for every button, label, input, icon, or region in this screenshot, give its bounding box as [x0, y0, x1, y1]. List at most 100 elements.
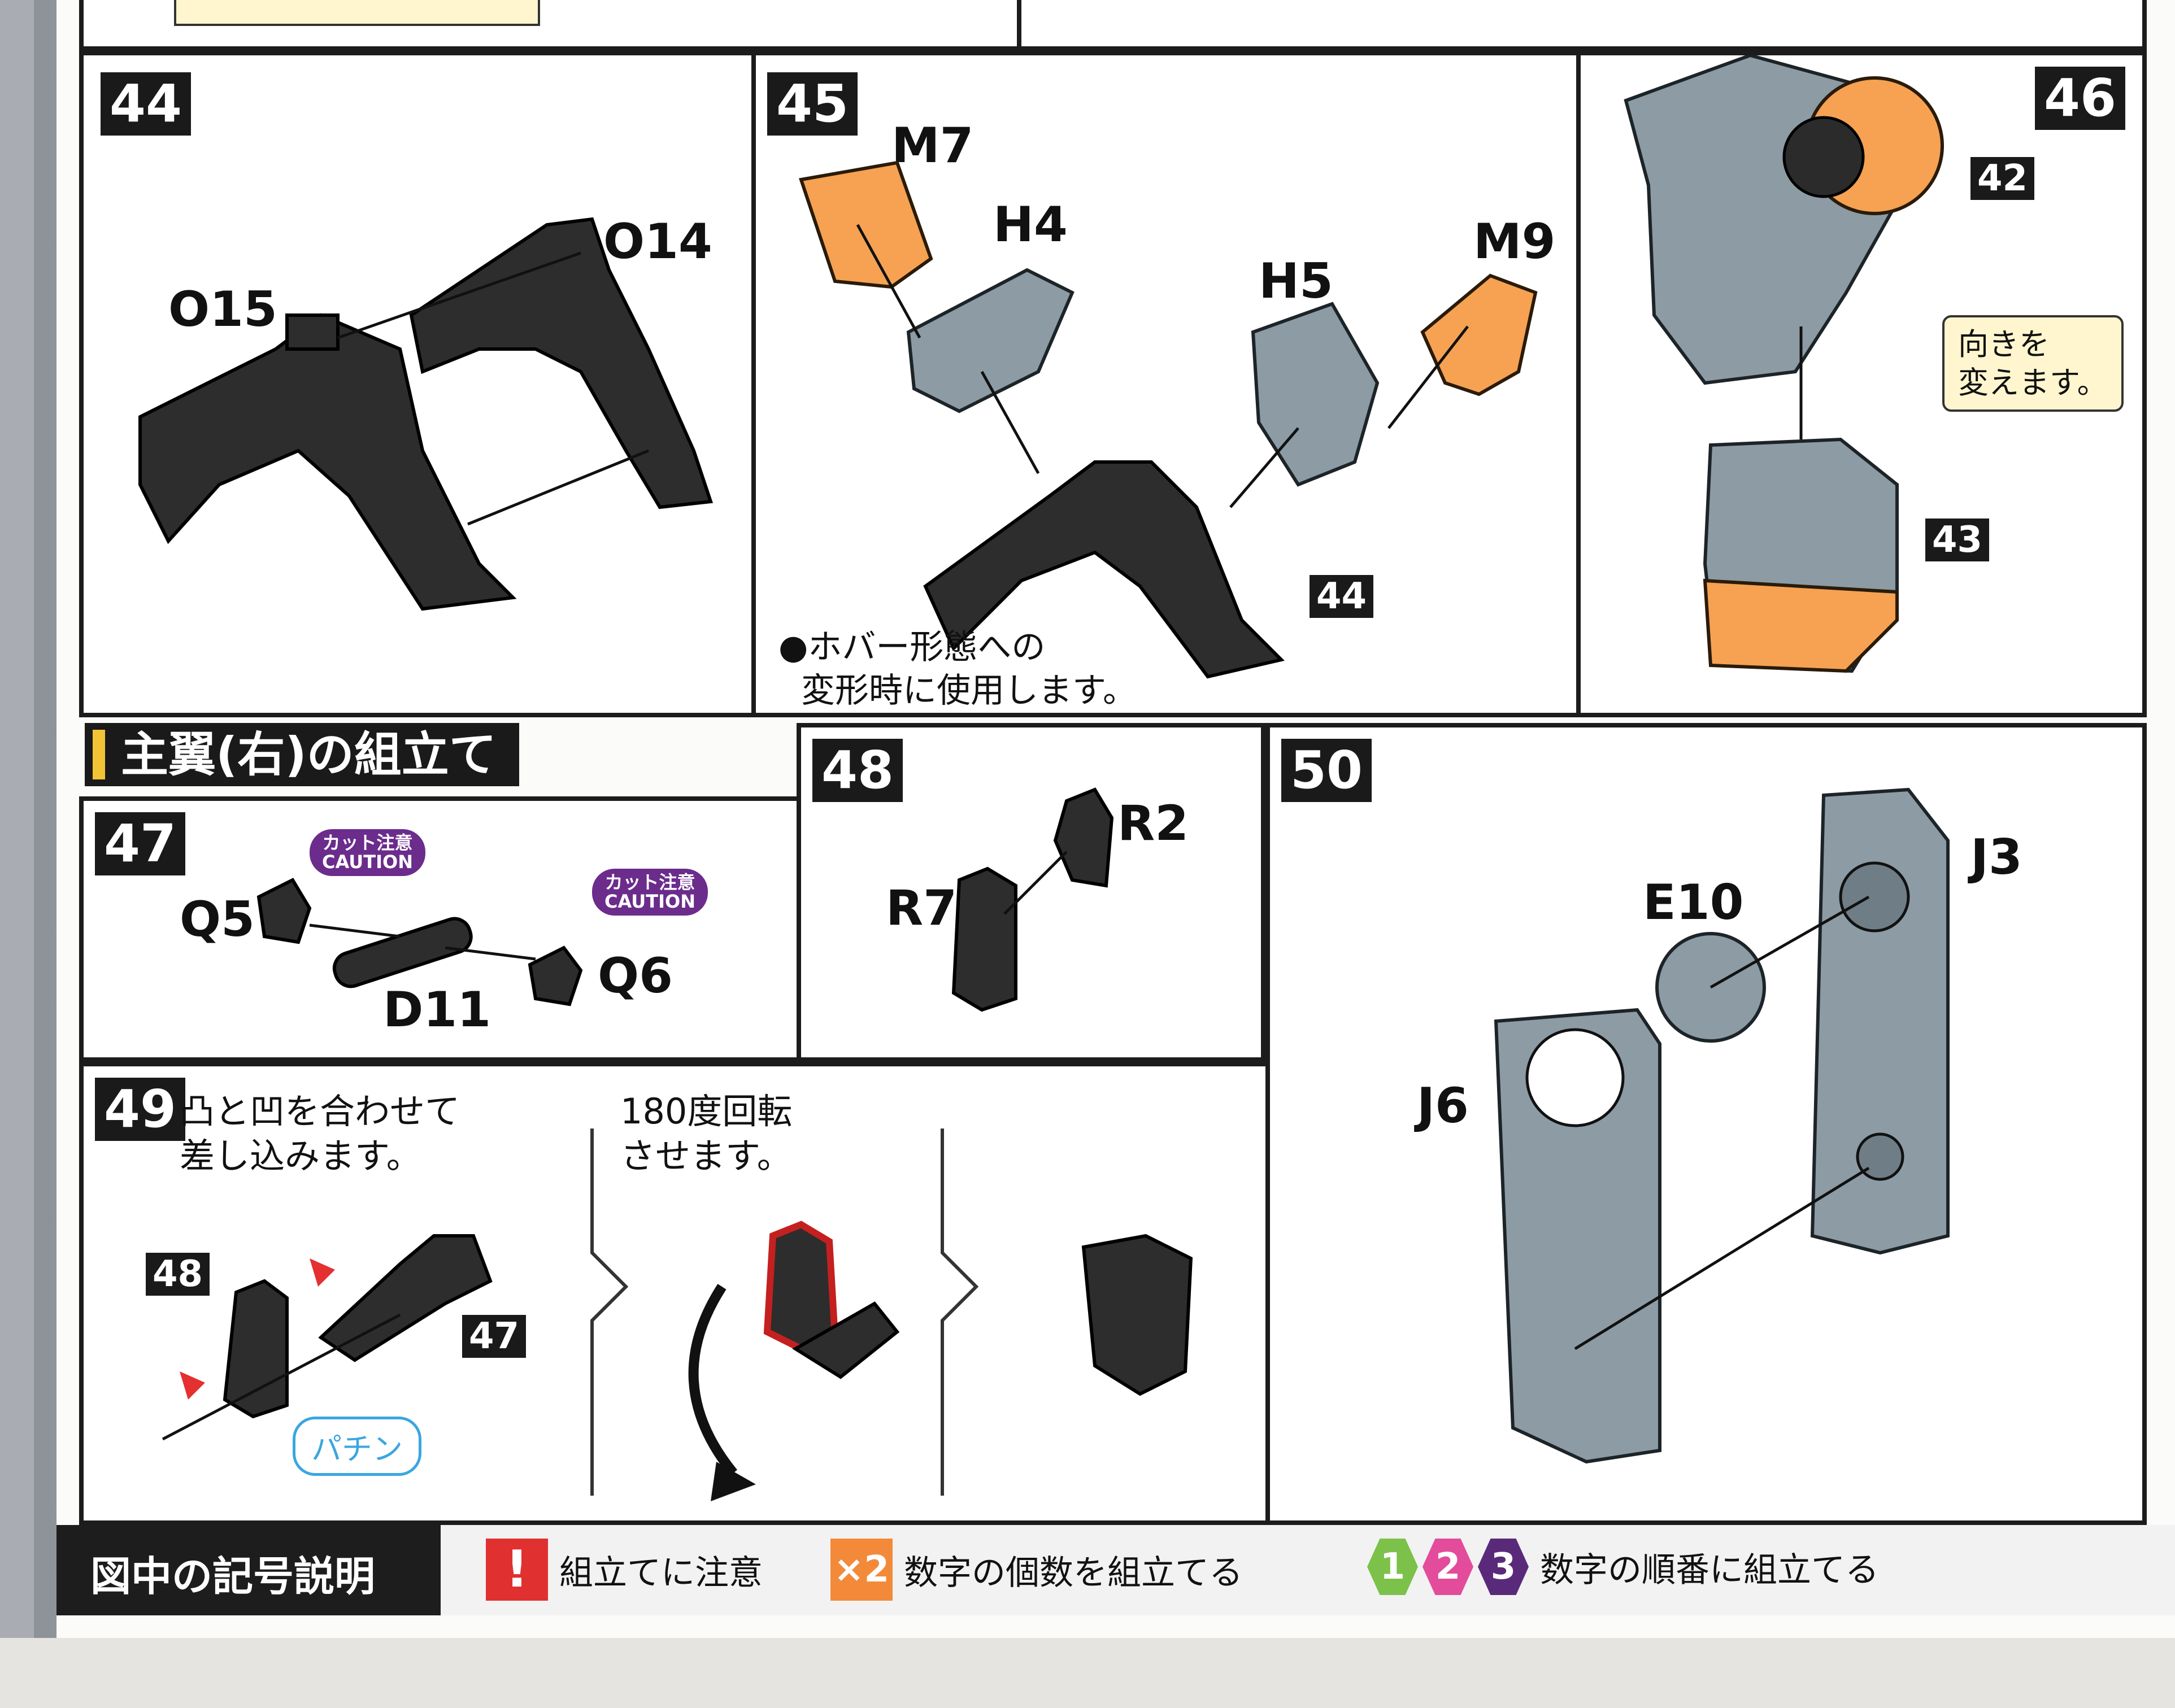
insert-line	[162, 1313, 401, 1441]
guide-line-h4	[980, 371, 1040, 474]
hover-note-line-1: ●ホバー形態への	[778, 628, 1046, 667]
orientation-callout-line-1: 向きを	[1958, 326, 2050, 362]
legend-band	[441, 1525, 2175, 1615]
step-separator-2	[941, 1128, 979, 1496]
ref-tag-44: 44	[1310, 575, 1374, 618]
step-49: 49 凸と凹を合わせて 差し込みます。 180度回転 させます。 48 47 パ…	[79, 1062, 1271, 1525]
part-j3-socket-2	[1856, 1132, 1904, 1181]
align-note-line-2: 差し込みます。	[180, 1135, 421, 1177]
legend-item-quantity: ×2 数字の個数を組立てる	[830, 1539, 1243, 1601]
step-47-illustration	[256, 878, 583, 1006]
part-r7	[951, 866, 1017, 1012]
symbol-legend: 図中の記号説明 ! 組立てに注意 ×2 数字の個数を組立てる 1 2 3 数字の…	[56, 1525, 2175, 1615]
step-49-illustration	[162, 1128, 1193, 1501]
caution-en: CAUTION	[604, 890, 695, 912]
part-o14	[409, 217, 714, 509]
guide-line-upper	[337, 251, 581, 339]
step-number: 48	[812, 739, 903, 802]
alignment-marker-left	[180, 1371, 205, 1400]
step-44: 44 O15 O14	[79, 51, 757, 717]
snap-text: パチン	[311, 1431, 403, 1467]
legend-title: 図中の記号説明	[90, 1553, 376, 1600]
rotate-arrow	[688, 1284, 737, 1476]
part-label-j3: J3	[1970, 829, 2022, 886]
step-45-illustration	[799, 160, 1538, 679]
part-label-m9: M9	[1473, 213, 1556, 270]
part-m7	[799, 160, 933, 289]
part-d11	[332, 917, 473, 988]
order-icon-1: 1	[1367, 1539, 1418, 1595]
order-icon-3: 3	[1478, 1539, 1529, 1595]
step-48: 48 R2 R7	[797, 723, 1265, 1062]
previous-step-left	[79, 0, 1028, 51]
guide-line-e10	[1709, 895, 1870, 989]
part-47-assembly	[318, 1234, 493, 1362]
part-label-e10: E10	[1643, 874, 1744, 931]
step-44-illustration	[138, 217, 714, 611]
guide-line-r2	[1003, 851, 1068, 915]
step-50: 50 E10 J3 J6	[1265, 723, 2147, 1525]
part-final-assembly	[1081, 1234, 1193, 1396]
previous-step-right	[1017, 0, 2147, 51]
part-j6	[1494, 1008, 1661, 1464]
rotate-arrow-head	[711, 1462, 756, 1501]
part-m9	[1420, 273, 1538, 396]
guide-line-m9	[1387, 325, 1469, 429]
guide-line-lower	[467, 449, 649, 526]
part-label-q5: Q5	[180, 891, 255, 948]
step-48-illustration	[951, 787, 1114, 1012]
caution-badge-q5: カット注意 CAUTION	[310, 829, 425, 877]
guide-line-j6	[1574, 1166, 1870, 1350]
legend-item-caution: ! 組立てに注意	[486, 1539, 763, 1601]
caution-jp: カット注意	[604, 872, 695, 893]
ref-tag-47: 47	[462, 1315, 527, 1358]
part-r2	[1053, 787, 1114, 888]
orientation-callout: 向きを 変えます。	[1942, 315, 2124, 412]
part-label-o15: O15	[168, 281, 277, 338]
part-48-assembly	[223, 1279, 289, 1419]
step-45: 45 M7 H4 H5 M9 44 ●ホバー形態への 変形時に使用します。	[751, 51, 1582, 717]
step-number: 44	[101, 72, 192, 136]
part-j6-hole	[1525, 1028, 1625, 1127]
step-number: 46	[2034, 67, 2125, 130]
previous-callout	[174, 0, 540, 26]
legend-caution-text: 組立てに注意	[559, 1553, 763, 1593]
part-label-q6: Q6	[598, 948, 673, 1004]
caution-en: CAUTION	[322, 851, 413, 873]
step-number: 45	[767, 72, 858, 136]
part-44-base	[923, 460, 1285, 679]
part-rotated-assembly	[792, 1301, 900, 1379]
caution-jp: カット注意	[322, 832, 413, 853]
step-number: 49	[95, 1078, 186, 1141]
part-h5	[1251, 302, 1380, 487]
step-50-illustration	[1494, 787, 1950, 1464]
legend-quantity-text: 数字の個数を組立てる	[904, 1553, 1243, 1593]
part-j3-socket-1	[1839, 861, 1910, 933]
order-icon-2: 2	[1423, 1539, 1473, 1595]
step-number: 50	[1281, 739, 1372, 802]
part-q6	[528, 945, 583, 1006]
step-46-illustration	[1624, 55, 1944, 673]
hover-note-line-2: 変形時に使用します。	[801, 670, 1137, 711]
hover-note: ●ホバー形態への 変形時に使用します。	[778, 626, 1137, 713]
step-separator-1	[590, 1128, 629, 1496]
ref-tag-48: 48	[146, 1253, 210, 1296]
rotate-note-line-1: 180度回転	[620, 1091, 793, 1132]
orientation-callout-line-2: 変えます。	[1958, 364, 2108, 400]
quantity-icon: ×2	[830, 1539, 893, 1601]
rotate-note-line-2: させます。	[620, 1135, 792, 1177]
part-o15-tab	[285, 313, 340, 351]
step-47: 47 Q5 D11 Q6 カット注意 CAUTION カット注意 CAUTION	[79, 796, 802, 1062]
snap-callout: パチン	[293, 1417, 421, 1476]
part-43-base	[1703, 578, 1899, 673]
ref-tag-43: 43	[1925, 518, 1990, 561]
section-title: 主翼(右)の組立て	[85, 723, 519, 786]
part-q5	[256, 878, 312, 944]
part-label-d11: D11	[383, 982, 491, 1038]
step-number: 47	[95, 812, 186, 875]
part-label-j6: J6	[1417, 1078, 1469, 1134]
part-label-h4: H4	[993, 197, 1068, 253]
guide-line-h5	[1229, 427, 1299, 508]
guide-line-m7	[856, 224, 921, 339]
part-label-h5: H5	[1259, 253, 1333, 310]
